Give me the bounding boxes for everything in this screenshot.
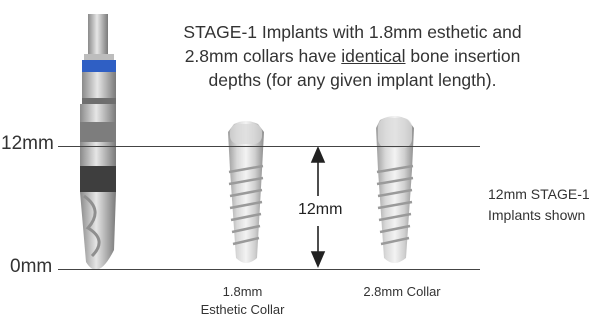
probe-blue-band <box>82 60 116 72</box>
esthetic-collar-label-line-1: 1.8mm <box>195 283 290 301</box>
esthetic-collar-label-line-2: Esthetic Collar <box>195 301 290 319</box>
0mm-mark-label: 0mm <box>10 256 52 278</box>
caption-emphasis: identical <box>341 46 405 66</box>
28mm-collar-label: 2.8mm Collar <box>342 283 462 301</box>
side-note-line-1: 12mm STAGE-1 <box>488 184 611 205</box>
caption-line-1: STAGE-1 Implants with 1.8mm esthetic and <box>150 20 555 44</box>
diagram-caption: STAGE-1 Implants with 1.8mm esthetic and… <box>150 20 555 92</box>
side-note: 12mm STAGE-1 Implants shown <box>488 184 611 226</box>
caption-line-3: depths (for any given implant length). <box>150 68 555 92</box>
caption-line-2-start: 2.8mm collars have <box>185 46 342 66</box>
caption-line-2-end: bone insertion <box>406 46 521 66</box>
0mm-reference-line <box>58 269 480 270</box>
esthetic-collar-label: 1.8mm Esthetic Collar <box>195 283 290 319</box>
implant-28-collar <box>376 116 414 263</box>
12mm-mark-label: 12mm <box>1 133 54 155</box>
depth-probe <box>80 14 116 270</box>
side-note-line-2: Implants shown <box>488 205 611 226</box>
28mm-collar-label-line-1: 2.8mm Collar <box>342 283 462 301</box>
implant-esthetic-collar <box>228 121 264 263</box>
dimension-label: 12mm <box>298 201 338 219</box>
12mm-reference-line <box>58 146 480 147</box>
caption-line-2: 2.8mm collars have identical bone insert… <box>150 44 555 68</box>
